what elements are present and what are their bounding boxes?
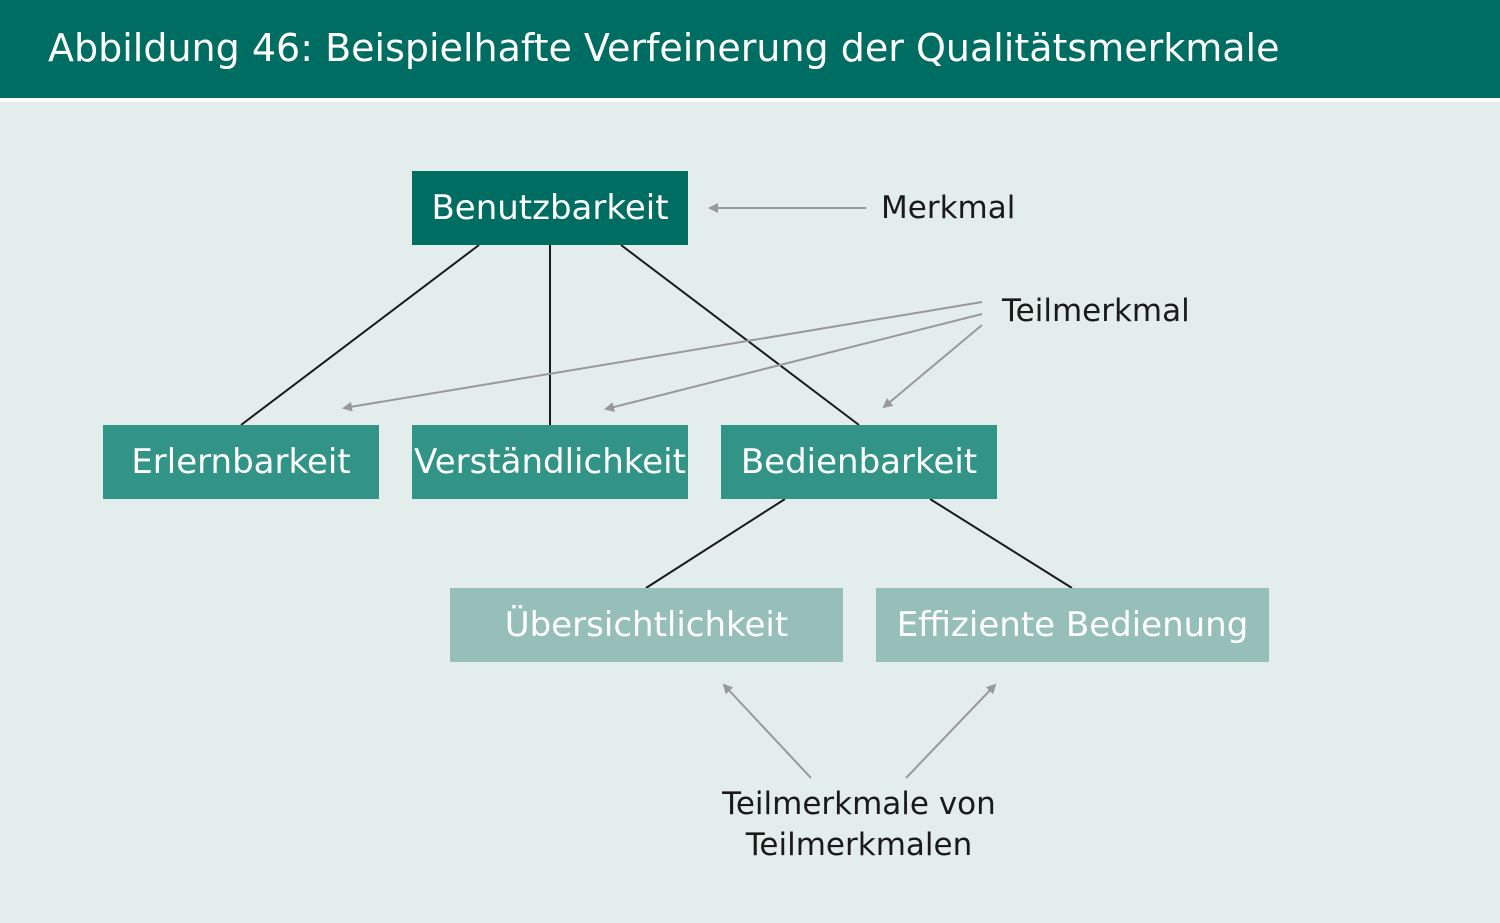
node-erlernbarkeit: Erlernbarkeit	[103, 425, 379, 499]
node-uebersichtlichkeit: Übersichtlichkeit	[450, 588, 843, 662]
diagram-panel	[0, 102, 1500, 923]
label-teilmerkmale-line2: Teilmerkmalen	[745, 827, 973, 863]
figure-title: Abbildung 46: Beispielhafte Verfeinerung…	[48, 26, 1280, 70]
arrow-teilmerkmal-erlernbarkeit	[342, 301, 983, 412]
label-merkmal: Merkmal	[881, 190, 1016, 226]
edge-benutzbarkeit-erlernbarkeit	[240, 244, 480, 426]
label-teilmerkmal: Teilmerkmal	[1002, 293, 1190, 329]
node-verstaendlichkeit: Verständlichkeit	[412, 425, 688, 499]
node-bedienbarkeit: Bedienbarkeit	[721, 425, 997, 499]
node-benutzbarkeit: Benutzbarkeit	[412, 171, 688, 245]
edge-bedienbarkeit-uebersichtlichkeit	[645, 498, 786, 589]
node-effiziente-bedienung: Effiziente Bedienung	[876, 588, 1269, 662]
label-teilmerkmale-line1: Teilmerkmale von	[722, 786, 996, 822]
label-teilmerkmale-von-teilmerkmalen: Teilmerkmale von Teilmerkmalen	[659, 784, 1059, 866]
arrow-sub-uebersichtlichkeit	[722, 683, 812, 779]
arrow-teilmerkmal-verstaendlichkeit	[604, 313, 983, 412]
edge-bedienbarkeit-effiziente-bedienung	[929, 498, 1073, 589]
figure-header: Abbildung 46: Beispielhafte Verfeinerung…	[0, 0, 1500, 98]
arrow-sub-effiziente-bedienung	[905, 683, 997, 779]
arrow-teilmerkmal-bedienbarkeit	[882, 324, 983, 409]
edge-benutzbarkeit-bedienbarkeit	[620, 244, 860, 426]
